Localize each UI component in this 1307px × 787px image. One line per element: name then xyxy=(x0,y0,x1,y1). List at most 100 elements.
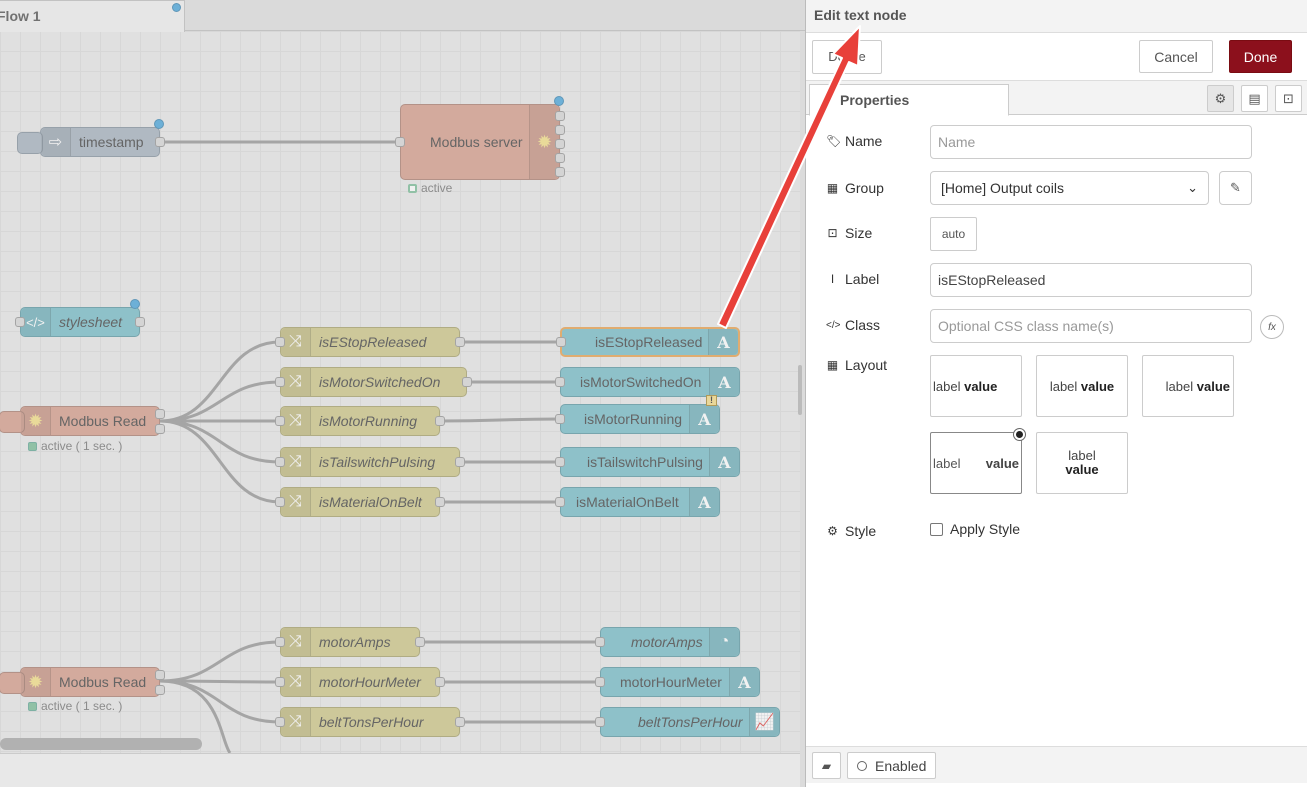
inject-button[interactable] xyxy=(17,132,43,154)
cancel-button[interactable]: Cancel xyxy=(1139,40,1213,73)
tray-footer: ▰ Enabled xyxy=(806,746,1307,783)
modbus-read-node[interactable]: ✹ Modbus Read xyxy=(0,406,165,436)
input-port[interactable] xyxy=(275,717,285,727)
label-input[interactable] xyxy=(930,263,1252,297)
input-port[interactable] xyxy=(275,677,285,687)
output-port[interactable] xyxy=(135,317,145,327)
name-input[interactable] xyxy=(930,125,1252,159)
input-port[interactable] xyxy=(275,497,285,507)
text-node[interactable]: isTailswitchPulsing A xyxy=(555,447,740,477)
enabled-toggle[interactable]: Enabled xyxy=(847,752,936,779)
output-port[interactable] xyxy=(155,685,165,695)
tab-flow-1[interactable]: Flow 1 xyxy=(0,0,185,32)
text-node-selected[interactable]: isEStopReleased A xyxy=(556,327,740,357)
output-port[interactable] xyxy=(155,424,165,434)
input-port[interactable] xyxy=(275,457,285,467)
switch-node[interactable]: ⤨ isMaterialOnBelt xyxy=(275,487,445,517)
input-port[interactable] xyxy=(595,637,605,647)
output-port[interactable] xyxy=(455,457,465,467)
expression-icon[interactable]: fx xyxy=(1260,315,1284,339)
input-port[interactable] xyxy=(275,337,285,347)
input-port[interactable] xyxy=(555,457,565,467)
layout-row-label: ▦ Layout xyxy=(826,357,888,373)
input-port[interactable] xyxy=(275,416,285,426)
switch-node[interactable]: ⤨ isMotorRunning xyxy=(275,406,445,436)
wire xyxy=(159,419,281,464)
template-node-stylesheet[interactable]: </> stylesheet xyxy=(15,299,145,337)
output-port[interactable] xyxy=(155,137,165,147)
input-port[interactable] xyxy=(595,717,605,727)
class-row-label: </> Class xyxy=(826,317,881,333)
chart-node[interactable]: beltTonsPerHour 📈 xyxy=(595,707,780,737)
modbus-read-node[interactable]: ✹ Modbus Read xyxy=(0,667,165,697)
node-button[interactable] xyxy=(0,411,25,433)
input-port[interactable] xyxy=(595,677,605,687)
text-node[interactable]: isMotorRunning A ! xyxy=(555,395,720,434)
output-port[interactable] xyxy=(462,377,472,387)
name-row-label: 🏷 Name xyxy=(826,133,883,149)
switch-node[interactable]: ⤨ isEStopReleased xyxy=(275,327,465,357)
output-port[interactable] xyxy=(415,637,425,647)
output-port[interactable] xyxy=(555,125,565,135)
output-port[interactable] xyxy=(435,497,445,507)
inject-node-timestamp[interactable]: ⇨ timestamp xyxy=(17,119,165,157)
description-icon[interactable]: ▤ xyxy=(1241,85,1268,112)
layout-option-row-right[interactable]: label value xyxy=(1142,355,1234,417)
input-port[interactable] xyxy=(556,337,566,347)
switch-node[interactable]: ⤨ motorAmps xyxy=(275,627,425,657)
checkbox[interactable] xyxy=(930,522,943,536)
switch-node[interactable]: ⤨ motorHourMeter xyxy=(275,667,445,697)
output-port[interactable] xyxy=(155,409,165,419)
switch-node[interactable]: ⤨ beltTonsPerHour xyxy=(275,707,465,737)
text-node[interactable]: isMaterialOnBelt A xyxy=(555,487,720,517)
layout-option-row-left[interactable]: label value xyxy=(930,355,1022,417)
output-port[interactable] xyxy=(555,153,565,163)
changed-indicator xyxy=(154,119,164,129)
node-button[interactable] xyxy=(0,672,25,694)
horizontal-scrollbar-thumb[interactable] xyxy=(0,738,202,750)
output-port[interactable] xyxy=(555,139,565,149)
appearance-icon[interactable]: ⊡ xyxy=(1275,85,1302,112)
wire xyxy=(159,340,281,423)
output-port[interactable] xyxy=(155,670,165,680)
input-port[interactable] xyxy=(275,377,285,387)
gear-icon[interactable]: ⚙ xyxy=(1207,85,1234,112)
gauge-node[interactable]: motorAmps ◔ xyxy=(595,627,740,657)
text-node[interactable]: isMotorSwitchedOn A xyxy=(555,367,740,397)
size-button[interactable]: auto xyxy=(930,217,977,251)
output-port[interactable] xyxy=(555,167,565,177)
shuffle-icon: ⤨ xyxy=(281,407,311,435)
input-port[interactable] xyxy=(555,497,565,507)
group-select[interactable]: [Home] Output coils ⌄ xyxy=(930,171,1209,205)
horizontal-scrollbar-track[interactable] xyxy=(0,753,800,787)
flow-workspace[interactable]: ⇨ timestamp Modbus server ✹ active </> s… xyxy=(0,0,805,787)
wire xyxy=(159,679,281,724)
input-port[interactable] xyxy=(275,637,285,647)
layout-option-row-center[interactable]: label value xyxy=(1036,355,1128,417)
layout-option-row-spread[interactable]: label value xyxy=(930,428,1026,494)
apply-style-checkbox[interactable]: Apply Style xyxy=(930,521,1020,537)
output-port[interactable] xyxy=(455,337,465,347)
pencil-icon[interactable]: ✎ xyxy=(1219,171,1252,205)
input-port[interactable] xyxy=(555,414,565,424)
class-input[interactable] xyxy=(930,309,1252,343)
input-port[interactable] xyxy=(15,317,25,327)
switch-node[interactable]: ⤨ isMotorSwitchedOn xyxy=(275,367,472,397)
book-icon[interactable]: ▰ xyxy=(812,752,841,779)
group-row-label: ▦ Group xyxy=(826,180,884,196)
output-port[interactable] xyxy=(435,416,445,426)
output-port[interactable] xyxy=(555,111,565,121)
tab-properties[interactable]: Properties xyxy=(809,84,1009,116)
tray-resize-handle[interactable] xyxy=(798,365,802,415)
text-node[interactable]: motorHourMeter A xyxy=(595,667,760,697)
input-port[interactable] xyxy=(555,377,565,387)
switch-node[interactable]: ⤨ isTailswitchPulsing xyxy=(275,447,465,477)
node-status: active ( 1 sec. ) xyxy=(28,439,122,453)
modbus-server-node[interactable]: Modbus server ✹ xyxy=(395,96,565,180)
output-port[interactable] xyxy=(435,677,445,687)
delete-button[interactable]: Delete xyxy=(812,40,882,74)
done-button[interactable]: Done xyxy=(1229,40,1292,73)
output-port[interactable] xyxy=(455,717,465,727)
input-port[interactable] xyxy=(395,137,405,147)
